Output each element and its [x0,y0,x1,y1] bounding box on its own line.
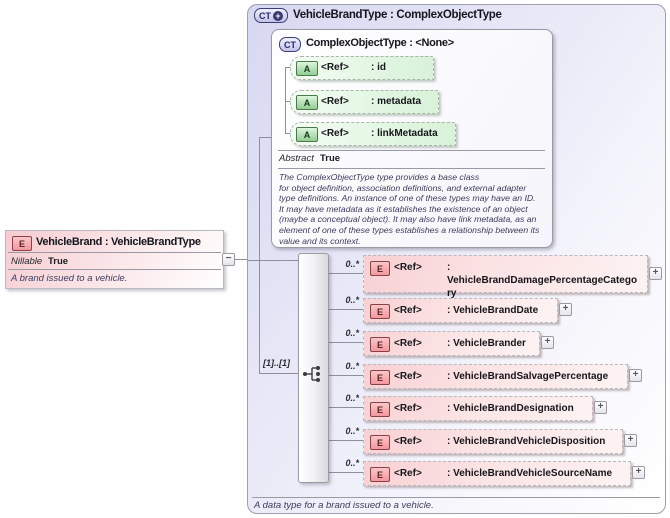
expand-toggle[interactable]: + [632,466,645,479]
sequence-cardinality: [1]..[1] [263,358,290,368]
expand-toggle[interactable]: + [559,303,572,316]
abstract-value: True [320,153,341,164]
element-ref: <Ref> [394,436,422,447]
element-ref: <Ref> [394,305,422,316]
attribute-row-linkmetadata[interactable]: A <Ref> : linkMetadata [290,122,456,146]
sequence-bar[interactable] [298,253,329,483]
connector-line [327,273,363,274]
element-icon: E [370,467,390,482]
divider [8,269,221,270]
cardinality-label: 0..* [345,393,359,403]
element-box-vehiclebrand[interactable]: E VehicleBrand : VehicleBrandType Nillab… [5,230,224,289]
type-box-vehiclebrandtype: CT + VehicleBrandType : ComplexObjectTyp… [247,4,666,514]
expand-toggle[interactable]: + [629,369,642,382]
element-ref: <Ref> [394,338,422,349]
attribute-name: : linkMetadata [371,128,438,139]
element-name: : VehicleBrandDesignation [447,403,574,414]
attribute-name: : id [371,62,386,73]
attribute-icon: A [296,61,318,76]
element-icon: E [370,261,390,276]
connector-line [285,67,286,133]
base-type-title: ComplexObjectType : <None> [306,37,454,49]
complex-type-icon: CT + [254,8,288,23]
sequence-icon [303,366,320,382]
nillable-value: True [48,256,69,267]
element-name: : VehicleBrandVehicleDisposition [447,436,606,447]
attribute-ref: <Ref> [321,62,349,73]
expand-toggle[interactable]: + [541,336,554,349]
element-icon: E [370,402,390,417]
element-name: : VehicleBrandVehicleSourceName [447,468,613,479]
connector-trunk-line [259,137,260,374]
complex-type-icon: CT [279,37,301,52]
element-icon: E [12,236,32,251]
element-ref: <Ref> [394,371,422,382]
attribute-ref: <Ref> [321,128,349,139]
element-row-vehicledisposition[interactable]: E <Ref> : VehicleBrandVehicleDisposition [363,429,623,454]
nillable-label: Nillable [11,256,43,267]
cardinality-label: 0..* [345,361,359,371]
attribute-icon: A [296,127,318,142]
element-name: : VehicleBrandDate [447,305,539,316]
connector-line [285,133,291,134]
connector-line [327,407,363,408]
element-row-salvagepercentage[interactable]: E <Ref> : VehicleBrandSalvagePercentage [363,364,628,389]
connector-line [285,67,291,68]
element-icon: E [370,304,390,319]
cardinality-label: 0..* [345,259,359,269]
base-type-description: The ComplexObjectType type provides a ba… [279,172,540,246]
attribute-row-metadata[interactable]: A <Ref> : metadata [290,90,439,114]
element-row-date[interactable]: E <Ref> : VehicleBrandDate [363,298,558,323]
collapse-toggle[interactable]: − [222,253,235,266]
element-row-brander[interactable]: E <Ref> : VehicleBrander [363,331,540,356]
connector-line [327,375,363,376]
connector-line [259,373,298,374]
divider [278,168,545,169]
connector-line [327,440,363,441]
base-type-box-complexobjecttype: CT ComplexObjectType : <None> A <Ref> : … [271,29,553,248]
element-name: : VehicleBrandSalvagePercentage [447,371,609,382]
element-row-vehiclesourcename[interactable]: E <Ref> : VehicleBrandVehicleSourceName [363,461,631,486]
element-ref: <Ref> [394,468,422,479]
ct-icon-label: CT [284,39,296,50]
cardinality-label: 0..* [345,458,359,468]
ct-icon-label: CT [259,10,271,21]
element-icon: E [370,337,390,352]
connector-line [327,342,363,343]
divider [8,252,221,253]
attribute-name: : metadata [371,96,422,107]
cardinality-label: 0..* [345,295,359,305]
element-name: : VehicleBrander [447,338,526,349]
element-ref: <Ref> [394,403,422,414]
attribute-row-id[interactable]: A <Ref> : id [290,56,434,80]
element-box-title: VehicleBrand : VehicleBrandType [36,236,201,248]
cardinality-label: 0..* [345,328,359,338]
connector-line [259,137,272,138]
connector-line [248,260,298,261]
element-icon: E [370,435,390,450]
type-box-description: A data type for a brand issued to a vehi… [254,500,434,511]
expand-toggle[interactable]: + [649,267,662,280]
element-box-description: A brand issued to a vehicle. [11,273,128,284]
element-row-damagepercentagecategory[interactable]: E <Ref> : VehicleBrandDamagePercentageCa… [363,255,648,299]
connector-line [285,101,291,102]
element-name: : VehicleBrandDamagePercentageCategory [447,262,638,299]
element-row-designation[interactable]: E <Ref> : VehicleBrandDesignation [363,396,593,421]
type-box-title: VehicleBrandType : ComplexObjectType [293,9,502,21]
abstract-label: Abstract [279,153,314,164]
derived-plus-icon: + [273,10,283,21]
cardinality-label: 0..* [345,426,359,436]
connector-line [327,472,363,473]
divider [252,497,660,498]
element-icon: E [370,370,390,385]
connector-line [327,309,363,310]
connector-line [234,259,248,260]
expand-toggle[interactable]: + [624,434,637,447]
attribute-ref: <Ref> [321,96,349,107]
divider [278,150,545,151]
attribute-icon: A [296,95,318,110]
expand-toggle[interactable]: + [594,401,607,414]
element-ref: <Ref> [394,262,422,273]
